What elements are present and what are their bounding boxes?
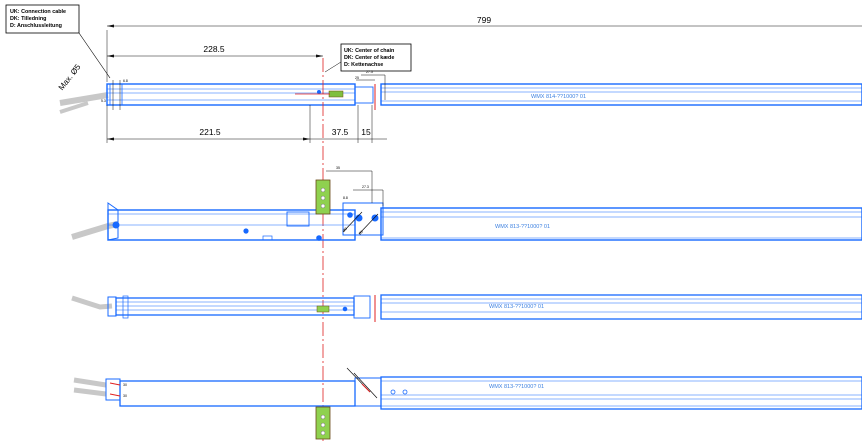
center-line-dk: DK: Center of kæde: [344, 55, 394, 61]
part-label-view1: WMX 814-??1000? 01: [531, 94, 586, 100]
small-label-v2b: 27.3: [362, 185, 369, 189]
chain-connector-bottom: [315, 406, 331, 440]
view-1: 799 228.5 UK: Center of chain DK: Center…: [57, 15, 862, 143]
connection-cable-legend: UK: Connection cable DK: Tilledning D: A…: [5, 4, 111, 79]
part-label-view4: WMX 813-??1000? 01: [489, 384, 544, 390]
small-label-v1a: 6.8: [123, 79, 128, 83]
connection-cable: [59, 92, 109, 114]
legend-line-uk: UK: Connection cable: [10, 9, 66, 15]
small-label-v2c: 8.8: [343, 196, 348, 200]
legend-line-d: D: Anschlussleitung: [10, 23, 62, 29]
view-4: 30 30 WMX 813-??1000? 01: [73, 367, 862, 440]
dimension-offset-b: 15: [361, 127, 371, 137]
legend-line-dk: DK: Tilledning: [10, 16, 46, 22]
small-label-v1d: 5.3: [101, 99, 106, 103]
small-label-v4a: 30: [123, 383, 127, 387]
small-label-v1c: 25: [355, 76, 359, 80]
part-label-view2: WMX 813-??1000? 01: [495, 224, 550, 230]
small-label-v2a: 35: [336, 166, 340, 170]
view-2: WMX 813-??1000? 01 35 27.3 8.8 Ø3 Ø3: [71, 166, 862, 241]
dimension-offset-a: 37.5: [332, 127, 349, 137]
part-label-view3: WMX 813-??1000? 01: [489, 304, 544, 310]
chain-connector: [315, 179, 331, 215]
view-3: WMX 813-??1000? 01: [71, 294, 862, 322]
cable-max-diameter-note: Max. Ø5: [57, 62, 83, 92]
small-label-v2e: Ø3: [358, 230, 364, 236]
center-line-uk: UK: Center of chain: [344, 48, 394, 54]
small-label-v4b: 30: [123, 394, 127, 398]
dimension-top-to-center: 228.5: [203, 44, 225, 54]
dimension-overall: 799: [477, 15, 491, 25]
small-label-v1b: 27.3: [366, 70, 373, 74]
center-of-chain-note: UK: Center of chain DK: Center of kæde D…: [324, 43, 412, 73]
small-label-v2d: Ø3: [342, 227, 348, 233]
dimension-bottom-to-center: 221.5: [199, 127, 221, 137]
center-line-d: D: Kettenachse: [344, 62, 383, 68]
